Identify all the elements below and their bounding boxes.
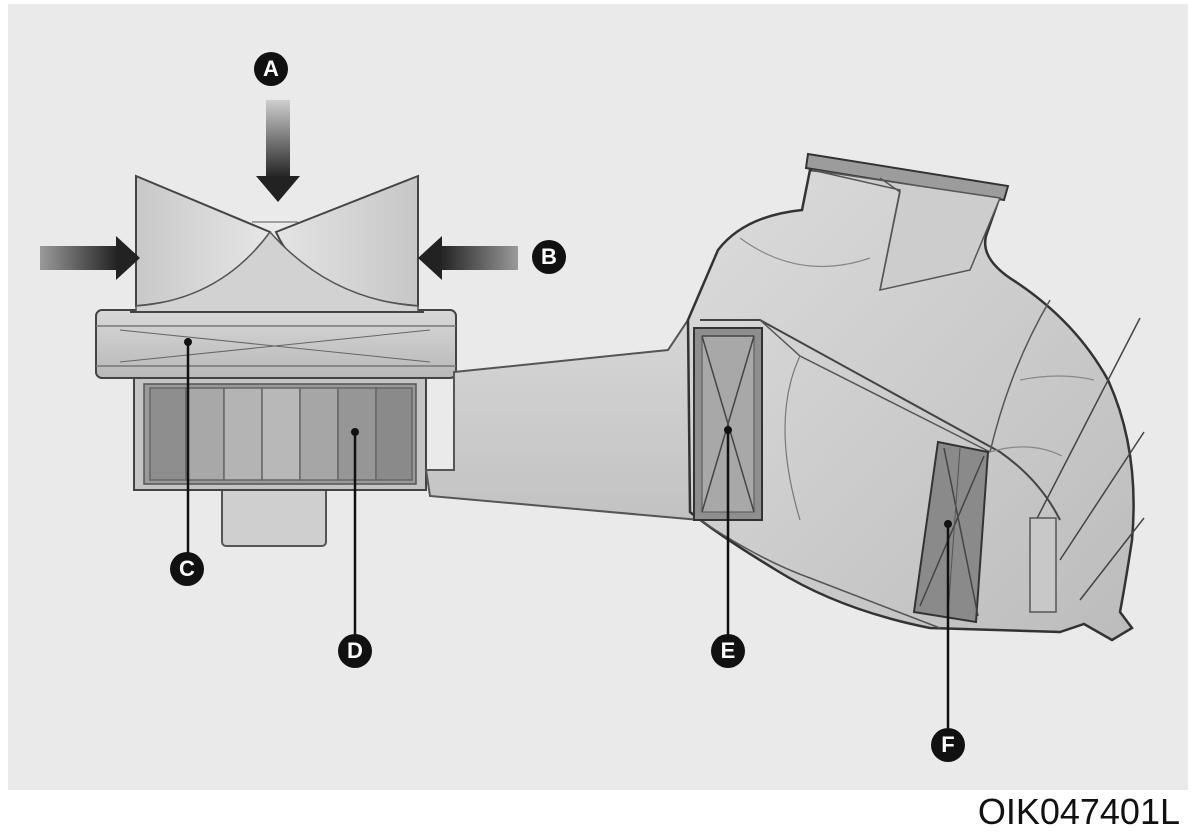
callout-b: B <box>532 240 566 274</box>
airflow-arrow-left <box>40 236 140 280</box>
connecting-duct <box>424 318 701 522</box>
airflow-arrow-right <box>418 236 518 280</box>
callout-c: C <box>170 552 204 586</box>
hvac-housing <box>686 152 1145 642</box>
leader-lines <box>186 342 950 728</box>
callout-a: A <box>254 52 288 86</box>
air-filter-band <box>95 309 457 379</box>
blower-motor <box>221 485 327 547</box>
leader-dots <box>184 338 952 528</box>
callout-f: F <box>931 728 965 762</box>
callout-d: D <box>338 634 372 668</box>
blower-fan-blades <box>149 387 413 481</box>
airflow-arrow-top <box>256 100 300 202</box>
blower-unit <box>95 174 457 547</box>
figure-code: OIK047401L <box>977 791 1180 832</box>
top-flange <box>804 152 1010 202</box>
callout-e: E <box>711 634 745 668</box>
housing-body <box>686 168 1135 642</box>
